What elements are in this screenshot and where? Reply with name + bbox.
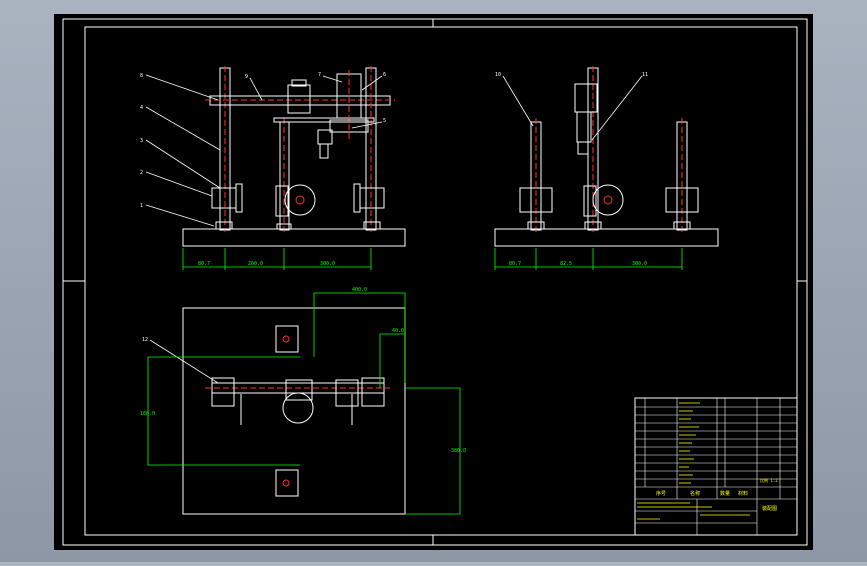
front-part-numbers: 8 4 3 2 1 9 7 6 5 bbox=[140, 72, 386, 209]
front-view: 8 4 3 2 1 9 7 6 5 80.7 200.0 300.0 bbox=[140, 66, 406, 270]
side-dim-2: 82.5 bbox=[560, 261, 572, 267]
svg-text:3: 3 bbox=[140, 138, 143, 144]
side-middle-foot bbox=[584, 221, 602, 230]
bom-header-name: 名称 bbox=[690, 490, 700, 497]
plan-leader-line bbox=[149, 339, 219, 384]
front-dim-3: 300.0 bbox=[320, 261, 335, 267]
plan-bottom-bracket-hole bbox=[282, 479, 290, 487]
front-gripper-finger bbox=[319, 143, 329, 159]
side-left-clamp bbox=[519, 187, 553, 213]
svg-text:8: 8 bbox=[140, 73, 143, 79]
front-crossbar bbox=[273, 117, 375, 123]
bom-header-material: 材料 bbox=[738, 490, 748, 497]
plan-top-bracket bbox=[275, 325, 299, 353]
outer-frame bbox=[62, 18, 808, 546]
plan-bottom-bracket bbox=[275, 469, 299, 497]
plan-dim-2: 40.0 bbox=[392, 328, 404, 334]
front-dim-1: 80.7 bbox=[198, 261, 210, 267]
svg-text:5: 5 bbox=[383, 118, 386, 124]
plan-motor bbox=[285, 379, 313, 401]
side-dim-1: 80.7 bbox=[509, 261, 521, 267]
side-wheel-center bbox=[603, 195, 613, 205]
front-wheel-center bbox=[295, 195, 305, 205]
side-leader-lines bbox=[502, 75, 643, 141]
side-base-plate bbox=[494, 228, 719, 247]
drawing-name: 装配图 bbox=[762, 505, 777, 512]
front-gripper-body bbox=[329, 119, 369, 133]
bom-row-text bbox=[637, 402, 750, 520]
side-left-foot bbox=[527, 221, 545, 230]
front-middle-foot bbox=[276, 223, 292, 230]
plan-view: 12 400.0 40.0 180.0 380.0 bbox=[140, 287, 466, 515]
drawing-sheet bbox=[54, 14, 813, 550]
plan-wheel bbox=[282, 392, 314, 424]
plan-dim-3: 180.0 bbox=[140, 411, 155, 417]
svg-text:4: 4 bbox=[140, 105, 143, 111]
plan-part-number: 12 bbox=[142, 337, 148, 343]
plan-dim-4: 380.0 bbox=[451, 448, 466, 454]
side-part-numbers: 10 11 bbox=[495, 72, 648, 78]
front-left-foot bbox=[215, 221, 233, 230]
front-leader-lines bbox=[145, 74, 383, 227]
svg-text:7: 7 bbox=[318, 72, 321, 78]
front-motor-cap bbox=[291, 79, 307, 87]
front-wheel-hub bbox=[275, 185, 289, 217]
front-wheel bbox=[284, 184, 316, 216]
side-wheel-hub bbox=[583, 185, 597, 217]
svg-text:1: 1 bbox=[140, 203, 143, 209]
plan-base-plate bbox=[182, 307, 406, 515]
front-left-clamp-plate bbox=[235, 183, 243, 213]
plan-dimension-lines bbox=[147, 292, 461, 515]
bom-header-no: 序号 bbox=[656, 490, 666, 497]
svg-text:10: 10 bbox=[495, 72, 501, 78]
svg-text:2: 2 bbox=[140, 170, 143, 176]
svg-text:6: 6 bbox=[383, 72, 386, 78]
svg-text:9: 9 bbox=[245, 74, 248, 80]
front-dimension-lines bbox=[182, 248, 372, 270]
front-right-foot bbox=[363, 221, 381, 230]
bom-grid bbox=[635, 398, 797, 535]
plan-top-bracket-hole bbox=[282, 335, 290, 343]
scale-label: 比例 1:2 bbox=[760, 477, 778, 483]
front-base-plate bbox=[182, 228, 406, 247]
title-block-frame bbox=[634, 397, 798, 536]
centering-marks bbox=[63, 19, 807, 545]
front-motor bbox=[287, 84, 311, 114]
svg-text:11: 11 bbox=[642, 72, 648, 78]
side-dimension-lines bbox=[494, 248, 683, 270]
bom-header-qty: 数量 bbox=[720, 490, 730, 497]
plan-left-clamp bbox=[211, 377, 235, 407]
side-dim-3: 300.0 bbox=[632, 261, 647, 267]
plan-right-clamp bbox=[361, 377, 385, 407]
title-block: 序号 名称 数量 材料 比例 1:2 装配图 bbox=[634, 397, 798, 536]
side-wheel bbox=[592, 184, 624, 216]
front-dim-2: 200.0 bbox=[248, 261, 263, 267]
plan-dim-1: 400.0 bbox=[352, 287, 367, 293]
side-right-clamp bbox=[665, 187, 699, 213]
front-right-clamp-plate bbox=[353, 183, 361, 213]
side-gripper-tip bbox=[577, 141, 589, 155]
side-view: 10 11 80.7 82.5 300.0 bbox=[494, 66, 719, 270]
plan-cylinder bbox=[335, 379, 359, 407]
side-right-foot bbox=[673, 221, 691, 230]
